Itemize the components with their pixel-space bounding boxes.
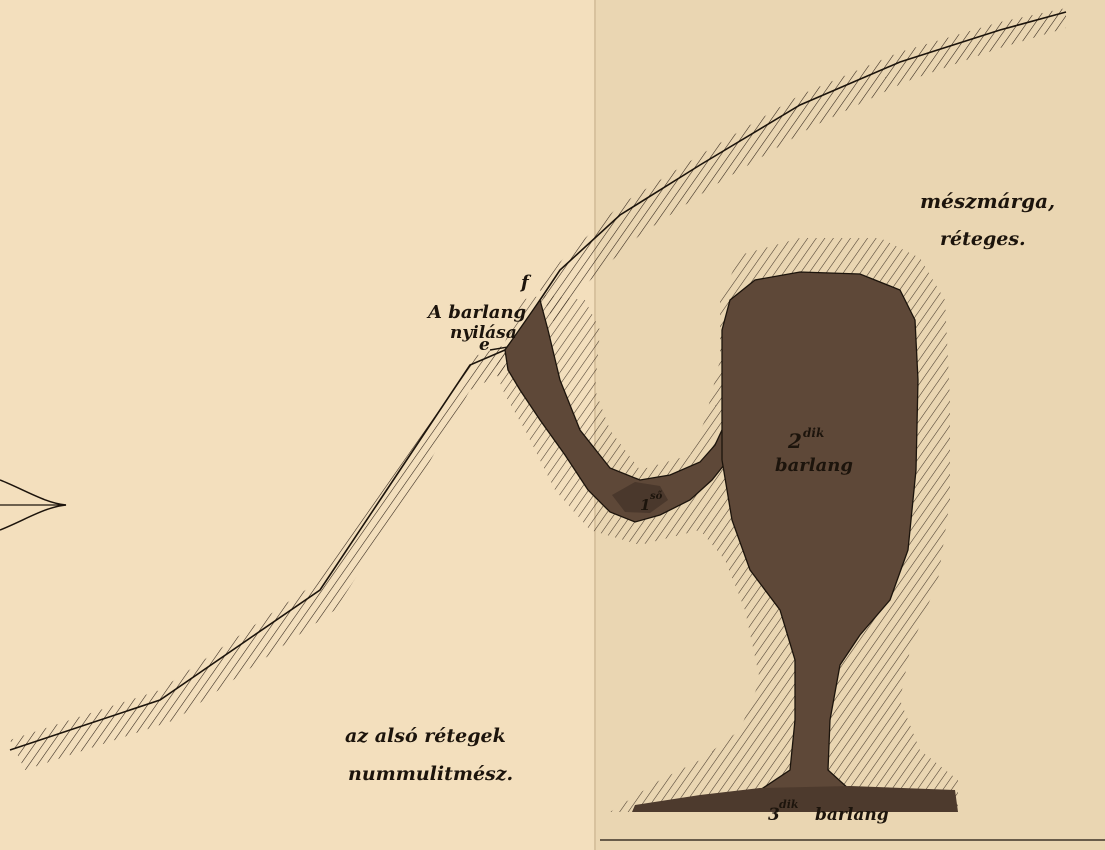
- entrance-mark-e: e: [479, 335, 490, 355]
- limestone-label-line2: réteges.: [940, 228, 1026, 250]
- cave2-number: 2: [787, 429, 802, 453]
- lower-layer-label-line1: az alsó rétegek: [345, 725, 506, 747]
- cave1-superscript: ső: [650, 491, 663, 502]
- entrance-label-line1: A barlang: [426, 302, 526, 323]
- cave3-label: barlang: [815, 805, 889, 825]
- cave2-label: barlang: [775, 455, 853, 476]
- limestone-label-line1: mészmárga,: [920, 189, 1055, 213]
- cave2-superscript: dik: [803, 426, 824, 440]
- cave1-number: 1: [640, 496, 650, 514]
- cave3-superscript: dik: [779, 798, 799, 811]
- lower-layer-label-line2: nummulitmész.: [348, 763, 513, 785]
